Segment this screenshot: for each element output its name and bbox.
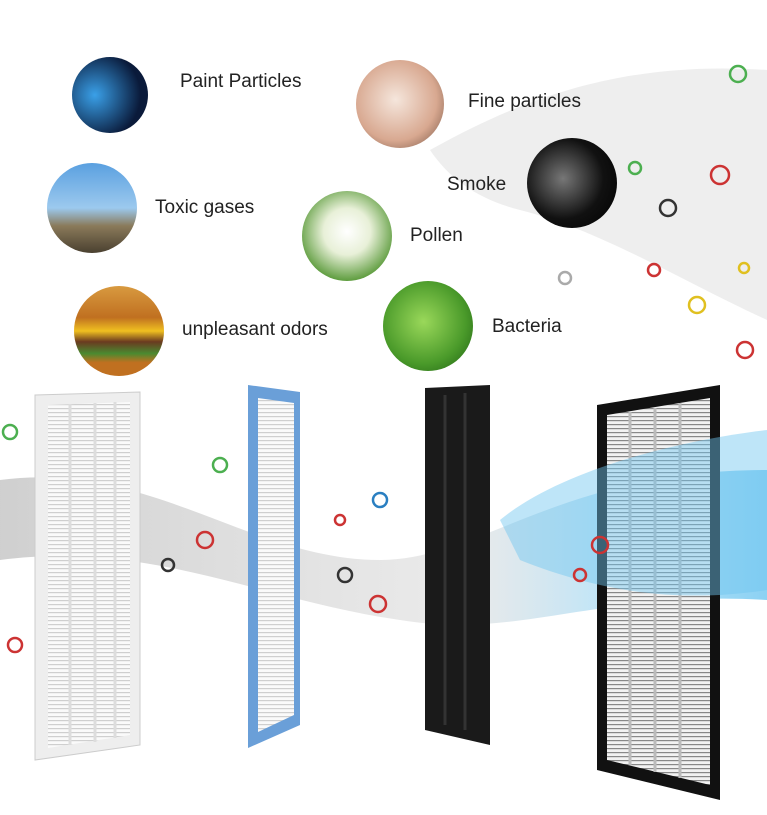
fine-particles-image: [356, 60, 444, 148]
pollutant-label: Smoke: [447, 174, 507, 195]
pollutant-label: Paint Particles: [180, 71, 302, 92]
pollen-image: [302, 191, 392, 281]
black-carbon-filter: [425, 385, 490, 745]
white-prefilter: [34, 391, 141, 761]
bacteria-image: [383, 281, 473, 371]
pollutant-label: unpleasant odors: [182, 319, 328, 340]
airflow-band: [0, 470, 767, 625]
clean-airflow: [500, 430, 767, 596]
blue-hepa-filter: [248, 385, 300, 748]
pollutant-label: Pollen: [410, 225, 463, 246]
unpleasant-odors-image: [74, 286, 164, 376]
pollutant-label: Bacteria: [492, 316, 562, 337]
black-frame-hepa-filter: [597, 385, 720, 800]
paint-particles-image: [72, 57, 148, 133]
toxic-gases-image: [47, 163, 137, 253]
smoke-image: [527, 138, 617, 228]
pollutant-label: Fine particles: [468, 91, 581, 112]
particle-bubbles: [1, 64, 755, 654]
pollutant-label: Toxic gases: [155, 197, 255, 218]
